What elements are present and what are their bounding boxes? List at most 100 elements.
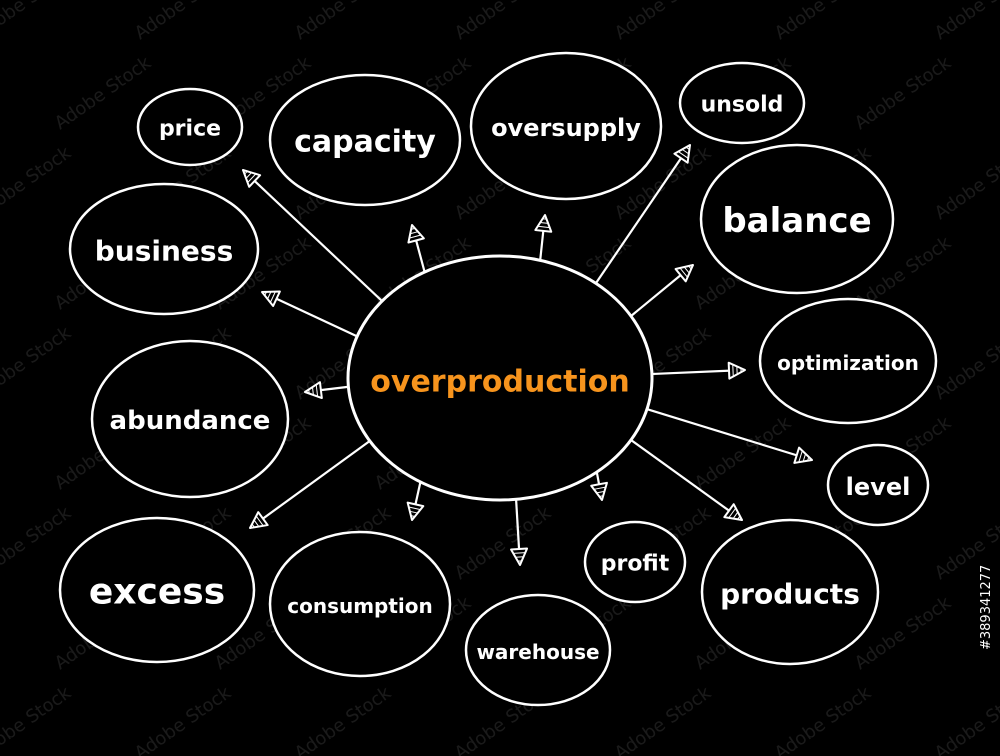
arrow-hatch	[678, 151, 689, 159]
node-ellipse	[678, 61, 806, 145]
node-business: business	[68, 182, 260, 316]
arrow-hatch	[732, 511, 739, 519]
arrow-hatch	[537, 225, 550, 229]
connector-unsold	[594, 144, 691, 286]
connector-business	[261, 291, 359, 338]
watermark-text: Adobe Stock	[0, 322, 75, 404]
node-ellipse	[68, 182, 260, 316]
watermark-text: Adobe Stock	[931, 322, 1000, 404]
watermark-text: Adobe Stock	[131, 0, 236, 44]
arrow-hatch	[688, 265, 692, 270]
node-label: unsold	[701, 93, 784, 118]
arrow-hatch	[245, 172, 252, 179]
connector-products	[629, 438, 743, 521]
node-ellipse	[268, 530, 452, 678]
watermark-text: Adobe Stock	[931, 142, 1000, 224]
node-ellipse	[90, 339, 290, 499]
watermark-text: Adobe Stock	[611, 682, 716, 756]
connector-excess	[249, 439, 372, 529]
node-oversupply: oversupply	[469, 51, 663, 201]
node-excess: excess	[58, 516, 256, 664]
node-ellipse	[464, 593, 612, 707]
arrow-hatch	[679, 267, 688, 278]
node-price: price	[136, 87, 244, 167]
watermark-text: Adobe Stock	[931, 0, 1000, 44]
arrow-hatch	[267, 291, 272, 300]
arrow-hatch	[683, 266, 690, 274]
arrow-hatch	[315, 384, 319, 397]
node-label: excess	[89, 572, 225, 613]
node-label: abundance	[110, 406, 271, 436]
arrow-hatch	[408, 506, 421, 511]
stock-id-text: #389341277	[979, 565, 994, 650]
arrow-hatch	[540, 222, 549, 224]
arrow-hatch	[410, 515, 415, 518]
arrowhead-oversupply	[534, 214, 553, 233]
watermark-text: Adobe Stock	[0, 682, 75, 756]
node-label: optimization	[777, 351, 919, 375]
node-ellipse	[758, 297, 938, 425]
node-products: products	[700, 518, 880, 666]
node-label: business	[95, 235, 234, 268]
watermark-text: Adobe Stock	[451, 502, 556, 584]
watermark-text: Adobe Stock	[771, 682, 876, 756]
node-unsold: unsold	[678, 61, 806, 145]
center-node: overproduction	[346, 254, 654, 502]
arrow-hatch	[681, 148, 690, 155]
node-label: profit	[601, 552, 670, 577]
arrow-hatch	[593, 486, 606, 490]
node-ellipse	[826, 443, 930, 527]
watermark-text: Adobe Stock	[851, 52, 956, 134]
watermark-text: Adobe Stock	[931, 682, 1000, 756]
node-ellipse	[268, 73, 462, 207]
node-ellipse	[58, 516, 256, 664]
watermark-text: Adobe Stock	[451, 0, 556, 44]
arrow-hatch	[244, 170, 248, 175]
arrow-hatch	[255, 515, 264, 527]
arrow-hatch	[798, 450, 803, 463]
node-profit: profit	[583, 520, 687, 604]
node-ellipse	[700, 518, 880, 666]
node-label: capacity	[294, 125, 436, 160]
watermark-text: Adobe Stock	[131, 682, 236, 756]
watermark-text: Adobe Stock	[691, 412, 796, 494]
node-label: products	[720, 578, 860, 611]
node-ellipse	[583, 520, 687, 604]
node-warehouse: warehouse	[464, 593, 612, 707]
node-balance: balance	[699, 143, 895, 295]
center-ellipse	[346, 254, 654, 502]
nodes-layer: price capacity oversupply unsold balance busi…	[58, 51, 938, 707]
arrow-hatch	[807, 456, 810, 461]
node-ellipse	[469, 51, 663, 201]
connector-level	[645, 407, 813, 462]
arrowhead-business	[261, 290, 281, 308]
arrow-hatch	[253, 519, 260, 527]
watermark-text: Adobe Stock	[771, 0, 876, 44]
arrow-hatch	[410, 231, 419, 235]
arrow-hatch	[251, 523, 255, 528]
arrow-hatch	[599, 495, 604, 497]
node-label: consumption	[287, 594, 433, 618]
arrow-hatch	[247, 173, 257, 183]
watermark-text: Adobe Stock	[291, 682, 396, 756]
node-label: warehouse	[476, 640, 599, 664]
node-label: oversupply	[491, 114, 641, 142]
node-ellipse	[136, 87, 244, 167]
watermark-text: Adobe Stock	[0, 142, 75, 224]
node-abundance: abundance	[90, 339, 290, 499]
node-capacity: capacity	[268, 73, 462, 207]
node-level: level	[826, 443, 930, 527]
arrowhead-profit	[590, 481, 608, 501]
arrow-hatch	[311, 387, 314, 396]
arrow-hatch	[513, 552, 526, 554]
arrow-hatch	[264, 291, 267, 296]
node-ellipse	[699, 143, 895, 295]
arrow-hatch	[728, 507, 737, 519]
arrow-hatch	[596, 490, 605, 494]
watermark-text: Adobe Stock	[0, 0, 75, 44]
arrow-hatch	[685, 146, 690, 150]
arrow-hatch	[409, 510, 418, 514]
arrow-hatch	[732, 364, 734, 377]
